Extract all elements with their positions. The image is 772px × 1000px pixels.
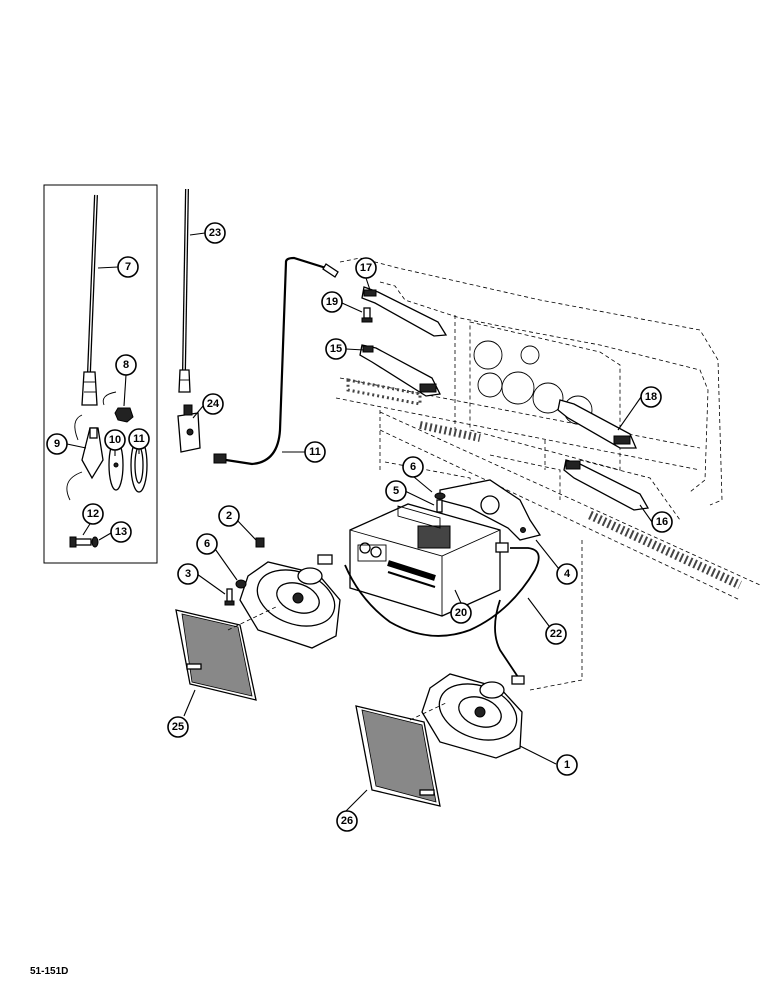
antenna-mast-23 <box>178 188 191 393</box>
trim-handle-16 <box>563 459 650 511</box>
callout-13: 12 <box>82 503 104 525</box>
screw-19 <box>361 307 373 323</box>
antenna-mast-7 <box>81 194 98 406</box>
callout-label: 9 <box>54 438 60 450</box>
callout-2: 2 <box>218 505 240 527</box>
nut-2 <box>255 537 265 548</box>
callout-8: 8 <box>115 354 137 376</box>
callout-label: 11 <box>133 433 145 445</box>
speaker-left <box>239 561 341 649</box>
callout-label: 16 <box>656 516 668 528</box>
screw-3 <box>224 588 235 606</box>
callout-1: 1 <box>556 754 578 776</box>
callout-label: 2 <box>226 510 232 522</box>
antenna-washer-14 <box>91 536 99 548</box>
callout-label: 12 <box>87 508 99 520</box>
callout-19: 19 <box>321 291 343 313</box>
callout-label: 8 <box>123 359 129 371</box>
antenna-inset-frame <box>43 184 158 564</box>
trim-handle-15 <box>359 344 441 397</box>
callout-22: 22 <box>545 623 567 645</box>
wire-harness-22 <box>317 547 540 685</box>
callout-6-left: 6 <box>196 533 218 555</box>
callout-label: 5 <box>393 485 399 497</box>
callout-label: 6 <box>204 538 210 550</box>
callout-label: 13 <box>115 526 127 538</box>
callout-label: 1 <box>564 759 570 771</box>
callout-label: 10 <box>109 434 121 446</box>
callout-7: 7 <box>117 256 139 278</box>
dash-vent-lower <box>419 421 742 590</box>
callout-label: 23 <box>209 227 221 239</box>
antenna-base-9 <box>81 427 104 480</box>
callout-label: 26 <box>341 815 353 827</box>
trim-handle-17 <box>361 286 448 337</box>
callout-label: 24 <box>207 398 220 410</box>
radio-bracket-4 <box>439 479 542 541</box>
callout-label: 25 <box>172 721 184 733</box>
callout-14: 13 <box>110 521 132 543</box>
callout-17: 17 <box>355 257 377 279</box>
callout-label: 7 <box>125 261 131 273</box>
radio-connector <box>495 542 509 553</box>
callout-11: 11 <box>128 428 150 450</box>
antenna-cable-12 <box>213 256 339 466</box>
callout-25: 25 <box>167 716 189 738</box>
callout-label: 3 <box>185 568 191 580</box>
callout-4: 4 <box>556 563 578 585</box>
callout-label: 22 <box>550 628 562 640</box>
callout-3: 3 <box>177 563 199 585</box>
callout-24: 24 <box>202 393 224 415</box>
callout-16: 16 <box>651 511 673 533</box>
speaker-grille-26 <box>355 705 441 807</box>
figure-code: 51-151D <box>30 966 69 977</box>
callout-18: 18 <box>640 386 662 408</box>
callout-label: 4 <box>564 568 571 580</box>
speaker-grille-25 <box>175 609 257 701</box>
washer-6-top <box>434 492 446 500</box>
callout-12: 11 <box>304 441 326 463</box>
callout-20: 20 <box>450 602 472 624</box>
callout-6-top: 6 <box>402 456 424 478</box>
callout-label: 19 <box>326 296 338 308</box>
speaker-right <box>421 673 523 759</box>
callout-label: 18 <box>645 391 657 403</box>
callout-10: 10 <box>104 429 126 451</box>
screw-5 <box>436 499 443 513</box>
callout-5: 5 <box>385 480 407 502</box>
callout-label: 15 <box>330 343 342 355</box>
dashboard-outline <box>335 257 761 601</box>
radio-unit-20 <box>349 503 501 617</box>
antenna-bolt-13 <box>69 536 92 548</box>
washer-6-left <box>235 579 247 589</box>
dash-vent-left <box>346 378 422 406</box>
antenna-nut-8 <box>114 407 134 423</box>
leader-lines <box>66 232 653 813</box>
trim-handle-18 <box>557 399 637 449</box>
antenna-mount-24 <box>177 404 201 453</box>
callout-label: 11 <box>309 446 321 458</box>
callout-label: 20 <box>455 607 467 619</box>
callout-23: 23 <box>204 222 226 244</box>
callout-26: 26 <box>336 810 358 832</box>
callout-label: 17 <box>360 262 372 274</box>
callout-label: 6 <box>410 461 416 473</box>
callout-15: 15 <box>325 338 347 360</box>
callout-9: 9 <box>46 433 68 455</box>
